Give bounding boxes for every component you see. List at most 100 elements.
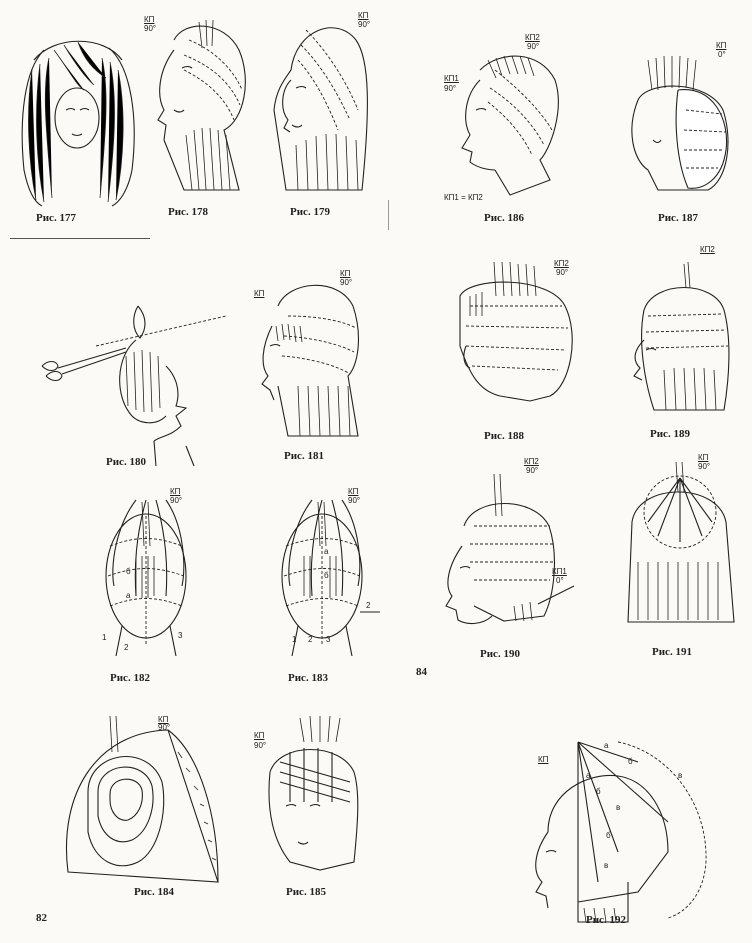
figure-caption: Рис. 180	[106, 456, 146, 468]
angle-label-degrees: 90°	[527, 43, 539, 51]
figure-caption: Рис. 183	[288, 672, 328, 684]
hairstyle-illustration-185	[250, 702, 370, 906]
figure-caption: Рис. 185	[286, 886, 326, 898]
angle-label-degrees: 90°	[348, 497, 360, 505]
angle-label-kp2: КП2	[554, 260, 569, 268]
angle-label-degrees: 90°	[170, 497, 182, 505]
page-number-left: 82	[36, 912, 47, 924]
figure-189: КП2 Рис. 189	[624, 240, 738, 444]
hairstyle-illustration-179	[266, 10, 376, 210]
angle-label-degrees: 90°	[144, 25, 156, 33]
figure-178: КП 90° Рис. 178	[144, 10, 254, 210]
angle-label-kp: КП	[698, 454, 708, 462]
angle-label-kp: КП	[348, 488, 358, 496]
angle-label-kp1: КП1	[444, 75, 459, 83]
angle-label-kp: КП	[144, 16, 154, 24]
angle-label-kp2: КП2	[525, 34, 540, 42]
figure-caption: Рис. 186	[484, 212, 524, 224]
angle-label-degrees: 90°	[340, 279, 352, 287]
zone-label: в	[616, 804, 620, 812]
zone-label: в	[604, 862, 608, 870]
zone-label: 1	[102, 634, 106, 642]
angle-label-kp: КП	[340, 270, 350, 278]
angle-label-degrees: 90°	[358, 21, 370, 29]
figure-184: КП 90° Рис. 184	[58, 712, 248, 908]
angle-label-kp: КП	[358, 12, 368, 20]
figure-caption: Рис. 181	[284, 450, 324, 462]
figure-183: КП 90° а б 2 1 2 3 Рис. 183	[274, 486, 384, 688]
section-label: б	[126, 568, 131, 576]
hairstyle-illustration-190	[434, 456, 584, 664]
hairstyle-illustration-181	[248, 266, 368, 462]
angle-label-degrees: 90°	[158, 724, 170, 732]
figure-caption: Рис. 192	[586, 914, 626, 926]
fold-mark	[388, 200, 389, 230]
zone-label: 2	[308, 636, 312, 644]
hairstyle-illustration-180	[36, 296, 226, 476]
angle-label-degrees: 0°	[718, 51, 726, 59]
figure-caption: Рис. 177	[36, 212, 76, 224]
equation-label: КП1 = КП2	[444, 194, 483, 202]
angle-label-degrees: 90°	[254, 742, 266, 750]
section-label: а	[324, 548, 328, 556]
figure-caption: Рис. 188	[484, 430, 524, 442]
hairstyle-illustration-187	[618, 40, 738, 230]
figure-182: КП 90° б а 1 2 3 Рис. 182	[96, 486, 206, 688]
figure-181: КП КП 90° Рис. 181	[248, 266, 368, 462]
scan-edge-line	[10, 238, 150, 239]
figure-caption: Рис. 182	[110, 672, 150, 684]
figure-186: КП2 90° КП1 90° КП1 = КП2 Рис. 186	[440, 30, 570, 226]
angle-label-kp: КП	[538, 756, 548, 764]
figure-caption: Рис. 191	[652, 646, 692, 658]
zone-label: 3	[326, 636, 330, 644]
figure-180: Рис. 180	[36, 296, 226, 476]
figure-187: КП 0° Рис. 187	[618, 40, 738, 230]
angle-label-kp2: КП2	[700, 246, 715, 254]
angle-label-kp: КП	[254, 290, 264, 298]
angle-label-degrees: 90°	[444, 85, 456, 93]
angle-label-degrees: 90°	[556, 269, 568, 277]
hairstyle-illustration-191	[618, 452, 742, 664]
angle-label-kp: КП	[716, 42, 726, 50]
figure-177: Рис. 177	[14, 30, 140, 208]
angle-label-kp1: КП1	[552, 568, 567, 576]
zone-label: б	[596, 788, 601, 796]
zone-label: а	[586, 772, 590, 780]
figure-caption: Рис. 187	[658, 212, 698, 224]
zone-label: 2	[366, 602, 370, 610]
angle-label-degrees: 0°	[556, 577, 564, 585]
figure-191: КП 90° Рис. 191	[618, 452, 742, 664]
hairstyle-illustration-177	[14, 30, 140, 208]
figure-188: КП2 90° Рис. 188	[440, 256, 590, 446]
figure-192: КП а б в а б в б в Рис. 192	[518, 732, 718, 936]
angle-label-kp2: КП2	[524, 458, 539, 466]
zone-label: б	[606, 832, 611, 840]
zone-label: 1	[292, 636, 296, 644]
figure-caption: Рис. 190	[480, 648, 520, 660]
hairstyle-illustration-182	[96, 486, 206, 688]
angle-label-kp: КП	[254, 732, 264, 740]
angle-label-degrees: 90°	[698, 463, 710, 471]
figure-caption: Рис. 179	[290, 206, 330, 218]
zone-label: 3	[178, 632, 182, 640]
figure-185: КП 90° Рис. 185	[250, 702, 370, 906]
hairstyle-illustration-189	[624, 240, 738, 444]
zone-label: а	[604, 742, 608, 750]
figure-caption: Рис. 178	[168, 206, 208, 218]
figure-caption: Рис. 184	[134, 886, 174, 898]
zone-label: в	[678, 772, 682, 780]
page-number-right: 84	[416, 666, 427, 678]
figure-190: КП2 90° КП1 0° Рис. 190	[434, 456, 584, 664]
zone-label: 2	[124, 644, 128, 652]
hairstyle-illustration-184	[58, 712, 248, 908]
angle-label-degrees: 90°	[526, 467, 538, 475]
figure-179: КП 90° Рис. 179	[266, 10, 376, 210]
hairstyle-illustration-188	[440, 256, 590, 446]
zone-label: б	[628, 758, 633, 766]
angle-label-kp: КП	[170, 488, 180, 496]
section-label: б	[324, 572, 329, 580]
hairstyle-illustration-183	[274, 486, 384, 688]
figure-caption: Рис. 189	[650, 428, 690, 440]
hairstyle-illustration-178	[144, 10, 254, 210]
